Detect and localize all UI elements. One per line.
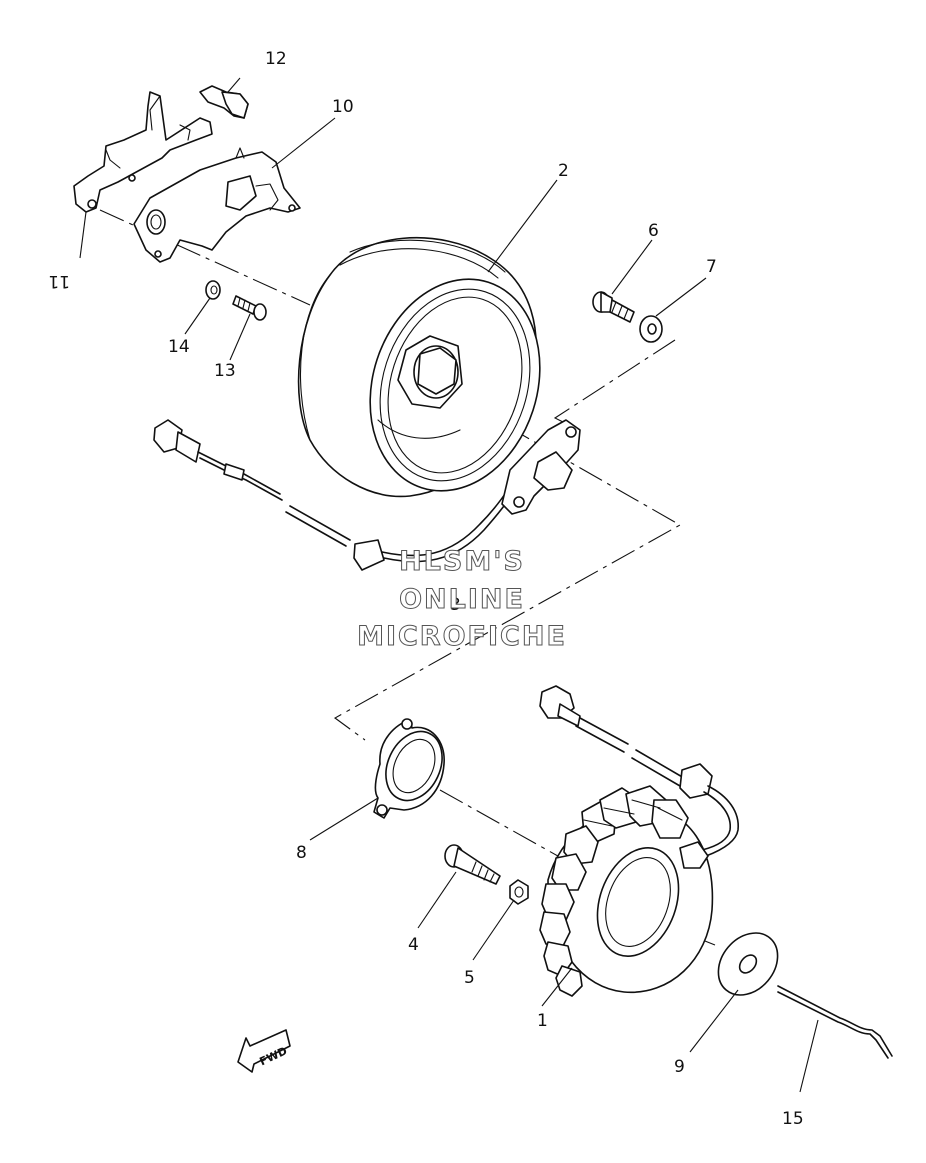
- label-part-13: 13: [214, 361, 236, 381]
- label-part-9: 9: [674, 1057, 685, 1077]
- part-12-cap: [199, 85, 249, 119]
- label-part-12: 12: [265, 49, 287, 69]
- part-9-washer: [717, 932, 779, 996]
- label-part-15: 15: [782, 1109, 804, 1129]
- label-part-2: 2: [558, 161, 569, 181]
- part-10-cover-plate: [133, 147, 301, 263]
- leader-lines: [79, 77, 819, 1093]
- label-part-11: 11: [48, 271, 70, 291]
- part-labels: 12 10 2 6 7 11 14 13 3 8 4 5 1 9 15: [48, 49, 803, 1129]
- part-13-screw: [232, 295, 267, 321]
- label-part-10: 10: [332, 97, 354, 117]
- part-3-pickup-coil: [153, 419, 581, 571]
- part-15-wire-clip: [777, 985, 893, 1059]
- part-11-bracket: [73, 91, 213, 213]
- label-part-1: 1: [537, 1011, 548, 1031]
- part-2-rotor: [297, 236, 541, 498]
- part-8-seal-plate: [373, 718, 445, 819]
- part-5-nut: [509, 879, 529, 905]
- stator-lead: [539, 685, 739, 869]
- label-part-3: 3: [450, 595, 461, 615]
- watermark-line-1: HLSM'S: [399, 546, 525, 577]
- watermark-line-2: ONLINE: [399, 584, 525, 615]
- label-part-14: 14: [168, 337, 190, 357]
- label-part-7: 7: [706, 257, 717, 277]
- part-4-bolt: [444, 844, 501, 885]
- label-part-4: 4: [408, 935, 419, 955]
- part-14-washer: [205, 280, 221, 300]
- part-7-washer: [639, 315, 663, 343]
- label-part-5: 5: [464, 968, 475, 988]
- part-1-stator: [539, 785, 714, 997]
- watermark-line-3: MICROFICHE: [357, 621, 567, 652]
- watermark: HLSM'S ONLINE MICROFICHE: [357, 546, 567, 653]
- part-6-bolt: [592, 291, 635, 323]
- label-part-8: 8: [296, 843, 307, 863]
- fwd-arrow-icon: FWD: [237, 1029, 291, 1073]
- label-part-6: 6: [648, 221, 659, 241]
